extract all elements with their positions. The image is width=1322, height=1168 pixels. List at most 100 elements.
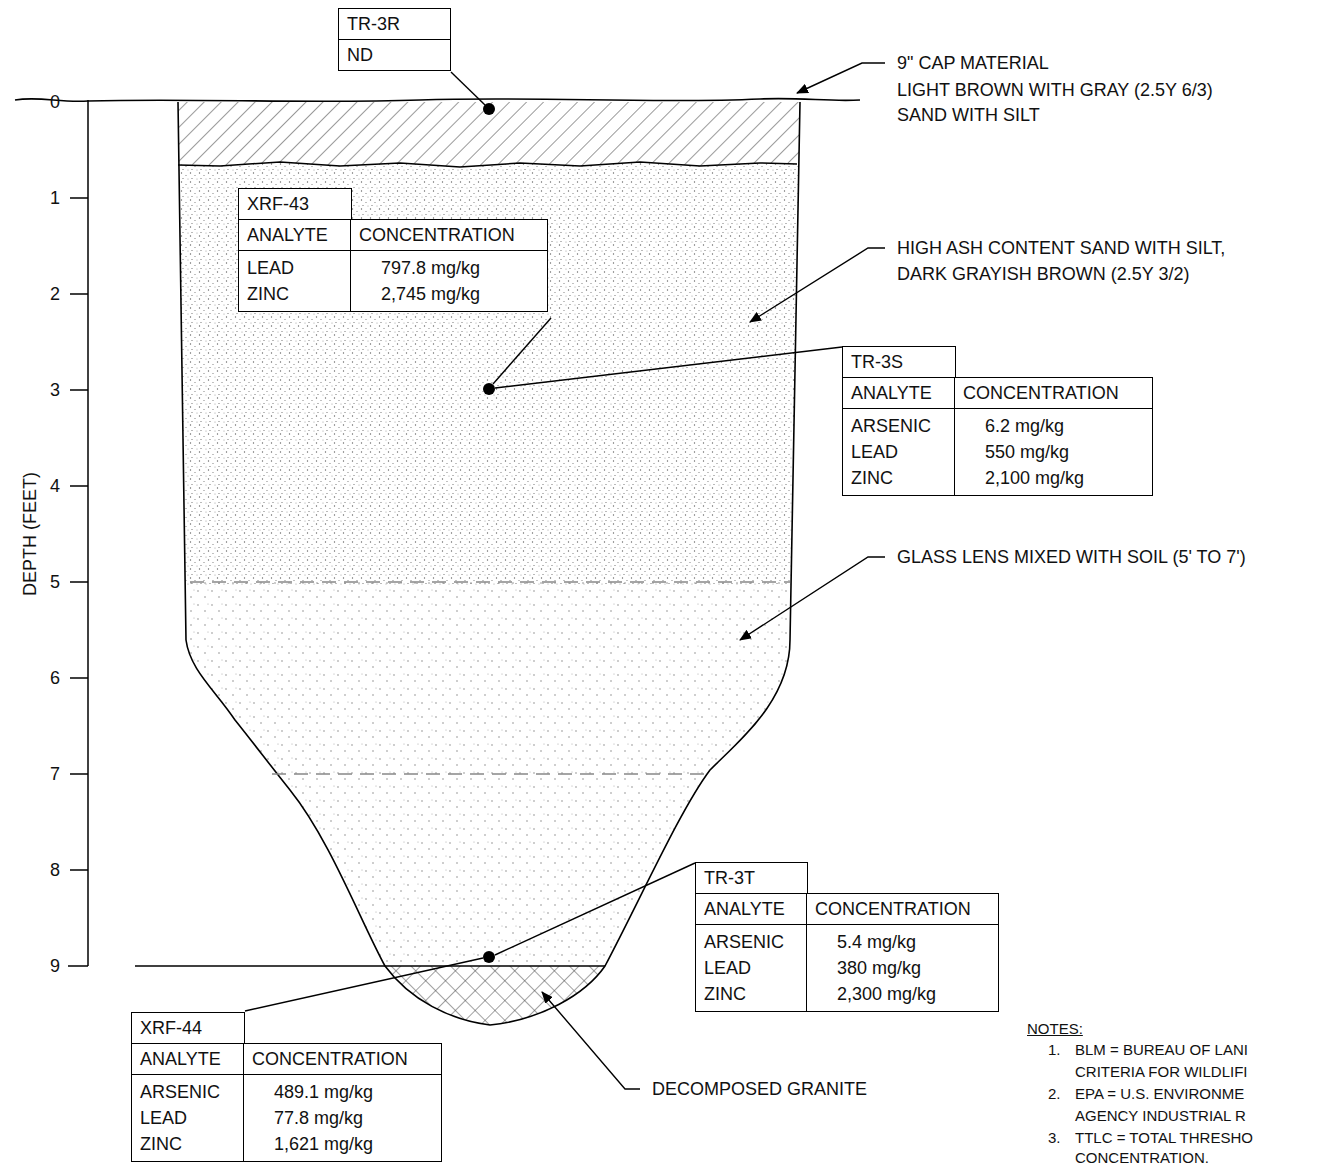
- results-table: ANALYTECONCENTRATIONLEADZINC797.8 mg/kg2…: [238, 219, 548, 312]
- sample-id-cell: TR-3R: [338, 8, 451, 40]
- depth-tick: 7: [50, 763, 60, 785]
- callout-table: XRF-44ANALYTE CONCENTRATION ARSENICLEADZIN…: [131, 1012, 442, 1162]
- analyte-name: ARSENIC: [851, 413, 946, 439]
- sample-id: XRF-44: [140, 1018, 202, 1038]
- depth-tick: 4: [50, 475, 60, 497]
- depth-tick: 5: [50, 571, 60, 593]
- sample-id-cell: TR-3T: [695, 862, 808, 894]
- analyte-name: ARSENIC: [140, 1079, 235, 1105]
- column-header: ANALYTE: [247, 225, 328, 245]
- concentration-value: 2,300 mg/kg: [837, 981, 990, 1007]
- note-text: EPA = U.S. ENVIRONME: [1075, 1085, 1244, 1103]
- layer-annotation: GLASS LENS MIXED WITH SOIL (5' TO 7'): [897, 546, 1246, 568]
- concentration-value: 550 mg/kg: [985, 439, 1144, 465]
- header-row: ANALYTE CONCENTRATION: [132, 1043, 442, 1074]
- sample-id: TR-3R: [347, 14, 400, 34]
- depth-tick: 2: [50, 283, 60, 305]
- callout-table: TR-3S ANALYTE CONCENTRATION ARSENICLEADZINC…: [842, 346, 1153, 496]
- note-number: 1.: [1048, 1041, 1061, 1059]
- result-cell: ND: [338, 40, 451, 71]
- header-cell: ANALYTE: [696, 893, 807, 924]
- results-table: ANALYTECONCENTRATIONARSENICLEADZINC6.2 m…: [842, 377, 1153, 496]
- sample-id: TR-3T: [704, 868, 755, 888]
- callout-table: TR-3R ND: [338, 8, 451, 71]
- header-row: ANALYTE CONCENTRATION: [696, 893, 999, 924]
- column-header: CONCENTRATION: [815, 899, 971, 919]
- note-number: 2.: [1048, 1085, 1061, 1103]
- sample-id-cell: XRF-44: [131, 1012, 245, 1044]
- value-cell: 489.1 mg/kg77.8 mg/kg1,621 mg/kg: [244, 1074, 442, 1161]
- layer-annotation: DARK GRAYISH BROWN (2.5Y 3/2): [897, 263, 1189, 285]
- depth-tick: 6: [50, 667, 60, 689]
- data-row: ARSENICLEADZINC6.2 mg/kg550 mg/kg2,100 m…: [843, 408, 1153, 495]
- sample-id-cell: XRF-43: [238, 188, 352, 220]
- analyte-cell: ARSENICLEADZINC: [132, 1074, 244, 1161]
- header-cell: ANALYTE: [843, 377, 955, 408]
- depth-tick: 1: [50, 187, 60, 209]
- sample-id-cell: TR-3S: [842, 346, 956, 378]
- column-header: ANALYTE: [704, 899, 785, 919]
- table-body: ANALYTECONCENTRATIONARSENICLEADZINC489.1…: [131, 1043, 442, 1162]
- depth-tick: 8: [50, 859, 60, 881]
- analyte-name: LEAD: [247, 255, 342, 281]
- concentration-value: 489.1 mg/kg: [274, 1079, 433, 1105]
- header-cell: CONCENTRATION: [807, 893, 999, 924]
- data-row: LEADZINC797.8 mg/kg2,745 mg/kg: [239, 250, 548, 311]
- concentration-value: 6.2 mg/kg: [985, 413, 1144, 439]
- analyte-name: LEAD: [140, 1105, 235, 1131]
- table-body: ANALYTECONCENTRATIONLEADZINC797.8 mg/kg2…: [238, 219, 548, 312]
- header-cell: CONCENTRATION: [244, 1043, 442, 1074]
- concentration-value: 797.8 mg/kg: [381, 255, 539, 281]
- layer-annotation: LIGHT BROWN WITH GRAY (2.5Y 6/3): [897, 79, 1213, 101]
- header-cell: CONCENTRATION: [955, 377, 1153, 408]
- column-header: CONCENTRATION: [963, 383, 1119, 403]
- sample-id: XRF-43: [247, 194, 309, 214]
- column-header: ANALYTE: [851, 383, 932, 403]
- results-table: ANALYTECONCENTRATIONARSENICLEADZINC5.4 m…: [695, 893, 999, 1012]
- analyte-cell: LEADZINC: [239, 250, 351, 311]
- callout-table: TR-3T ANALYTE CONCENTRATION ARSENICLEADZINC…: [695, 862, 999, 1012]
- value-cell: 5.4 mg/kg380 mg/kg2,300 mg/kg: [807, 924, 999, 1011]
- note-text: AGENCY INDUSTRIAL R: [1075, 1107, 1246, 1125]
- analyte-cell: ARSENICLEADZINC: [696, 924, 807, 1011]
- callout-table: XRF-43ANALYTECONCENTRATIONLEADZINC797.8 …: [238, 188, 548, 312]
- column-header: ANALYTE: [140, 1049, 221, 1069]
- depth-tick: 0: [50, 91, 60, 113]
- results-table: ANALYTECONCENTRATIONARSENICLEADZINC489.1…: [131, 1043, 442, 1162]
- data-row: ARSENICLEADZINC5.4 mg/kg380 mg/kg2,300 m…: [696, 924, 999, 1011]
- concentration-value: 2,745 mg/kg: [381, 281, 539, 307]
- layer-annotation: HIGH ASH CONTENT SAND WITH SILT,: [897, 237, 1225, 259]
- depth-tick: 3: [50, 379, 60, 401]
- analyte-name: ARSENIC: [704, 929, 798, 955]
- analyte-cell: ARSENICLEADZINC: [843, 408, 955, 495]
- note-text: CONCENTRATION.: [1075, 1149, 1209, 1167]
- layer-annotation: 9" CAP MATERIAL: [897, 52, 1049, 74]
- value-cell: 6.2 mg/kg550 mg/kg2,100 mg/kg: [955, 408, 1153, 495]
- analyte-name: LEAD: [704, 955, 798, 981]
- note-text: BLM = BUREAU OF LANI: [1075, 1041, 1248, 1059]
- notes-heading: NOTES:: [1027, 1020, 1083, 1038]
- value-cell: 797.8 mg/kg2,745 mg/kg: [351, 250, 548, 311]
- concentration-value: 77.8 mg/kg: [274, 1105, 433, 1131]
- analyte-name: ZINC: [247, 281, 342, 307]
- axis-title: DEPTH (FEET): [19, 472, 41, 596]
- result-value: ND: [347, 45, 373, 65]
- header-cell: CONCENTRATION: [351, 219, 548, 250]
- column-header: CONCENTRATION: [252, 1049, 408, 1069]
- table-body: ANALYTECONCENTRATIONARSENICLEADZINC5.4 m…: [695, 893, 999, 1012]
- table-body: ANALYTECONCENTRATIONARSENICLEADZINC6.2 m…: [842, 377, 1153, 496]
- analyte-name: ZINC: [140, 1131, 235, 1157]
- note-number: 3.: [1048, 1129, 1061, 1147]
- depth-tick: 9: [50, 955, 60, 977]
- sample-id: TR-3S: [851, 352, 903, 372]
- concentration-value: 5.4 mg/kg: [837, 929, 990, 955]
- header-cell: ANALYTE: [239, 219, 351, 250]
- note-text: CRITERIA FOR WILDLIFI: [1075, 1063, 1248, 1081]
- data-row: ARSENICLEADZINC489.1 mg/kg77.8 mg/kg1,62…: [132, 1074, 442, 1161]
- layer-annotation: DECOMPOSED GRANITE: [652, 1078, 867, 1100]
- column-header: CONCENTRATION: [359, 225, 515, 245]
- analyte-name: LEAD: [851, 439, 946, 465]
- header-row: ANALYTE CONCENTRATION: [239, 219, 548, 250]
